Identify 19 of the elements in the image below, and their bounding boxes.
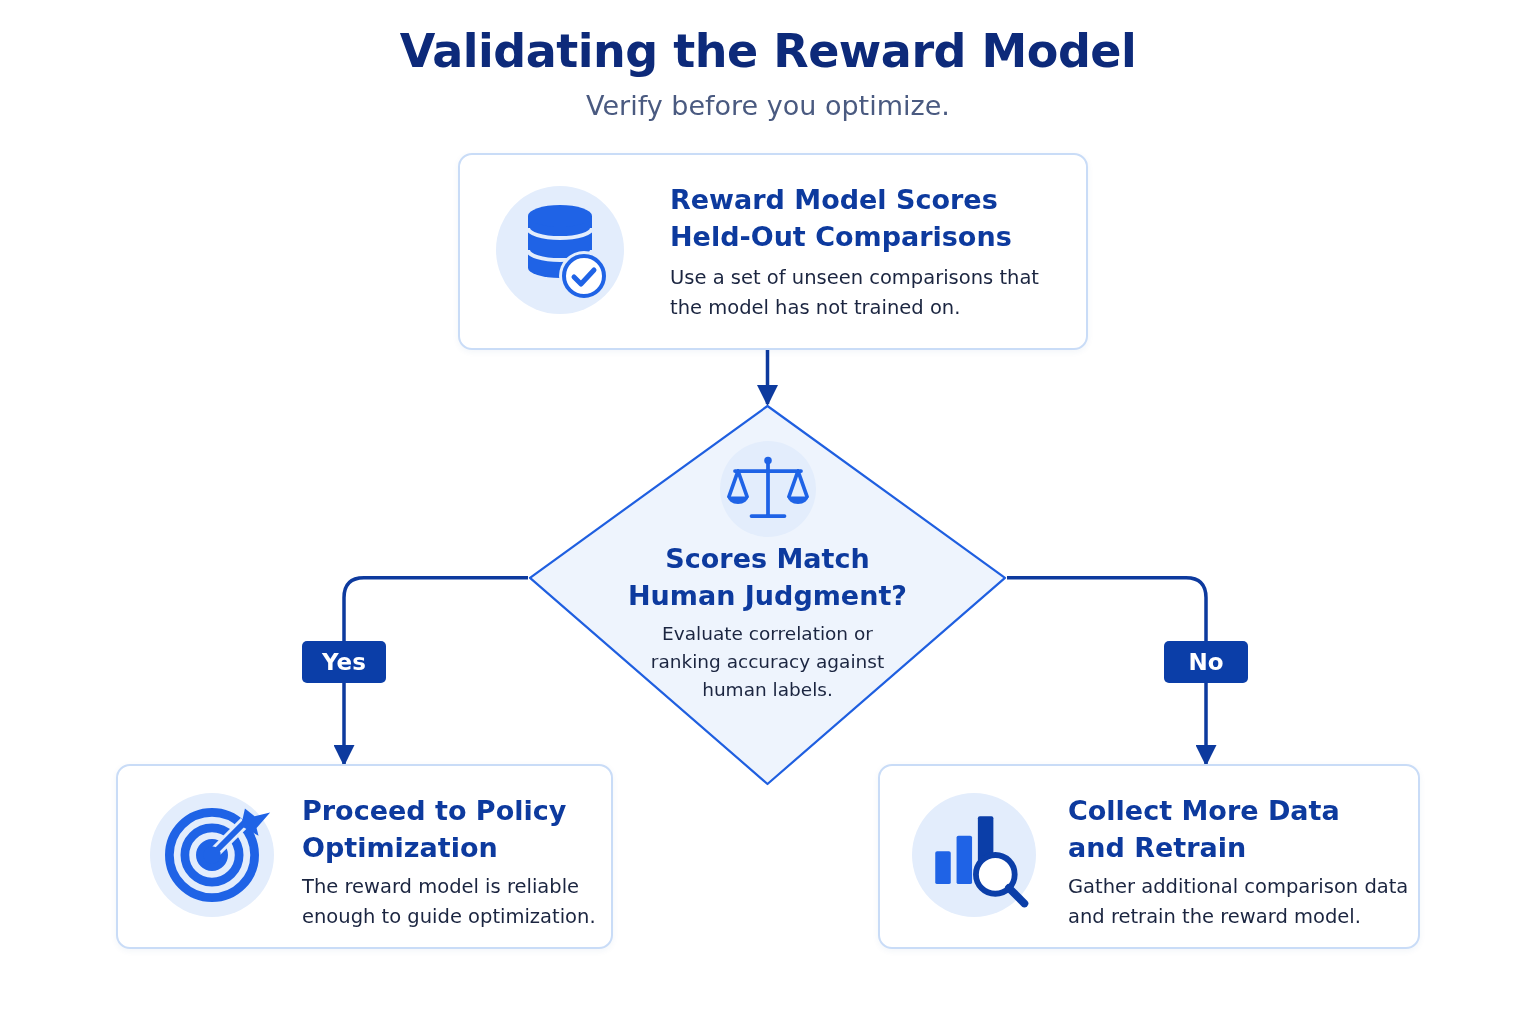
subtitle: Verify before you optimize. — [585, 90, 951, 121]
arrow — [333, 576, 528, 767]
arrow — [757, 350, 778, 407]
node-heading: Proceed to Policy Optimization — [302, 794, 568, 865]
process-box — [458, 153, 1088, 350]
node-description: The reward model is reliable enough to guide optimization. — [302, 874, 597, 930]
process-box — [878, 764, 1420, 949]
edge-label: Yes — [302, 641, 386, 683]
node-heading: Reward Model Scores Held-Out Comparisons — [670, 183, 1013, 254]
process-box — [116, 764, 613, 949]
decision-diamond — [528, 404, 1007, 786]
edge-label: No — [1164, 641, 1248, 683]
node-description: Evaluate correlation or ranking accuracy against human labels. — [649, 622, 886, 702]
node-heading: Collect More Data and Retrain — [1068, 794, 1341, 865]
arrow — [1007, 576, 1217, 767]
node-description: Gather additional comparison data and retrain the reward model. — [1068, 874, 1410, 930]
node-heading: Scores Match Human Judgment? — [627, 542, 908, 613]
node-description: Use a set of unseen comparisons that the model has not trained on. — [670, 265, 1040, 321]
title: Validating the Reward Model — [398, 24, 1138, 78]
